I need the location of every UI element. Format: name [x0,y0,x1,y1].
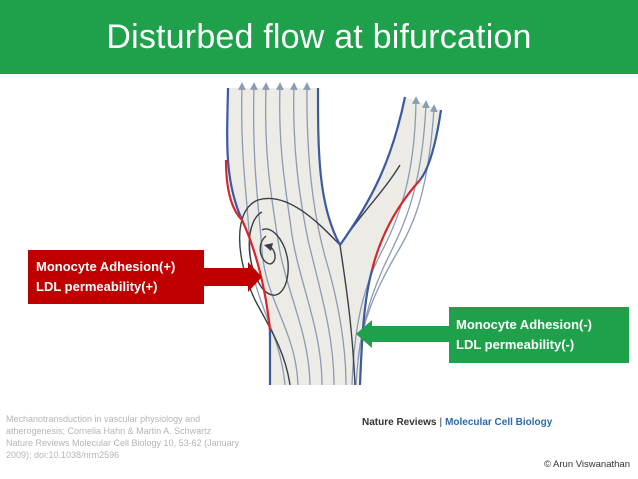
journal-credit: Nature Reviews|Molecular Cell Biology [362,417,552,428]
inner-carina-right [339,96,407,246]
adhesion-negative-arrow [356,320,449,348]
journal-separator: | [439,417,443,428]
vortex-branch [339,164,401,386]
citation: Mechanotransduction in vascular physiolo… [6,413,268,461]
streamline [249,82,299,386]
callout-negative-line1: Monocyte Adhesion(-) [456,317,593,332]
callout-negative-line2: LDL permeability(-) [456,337,575,352]
vortex-streamlines [238,164,401,386]
outer-wall-right [419,109,443,181]
adhesion-positive-callout: Monocyte Adhesion(+) LDL permeability(+) [28,250,204,304]
streamline [351,96,420,386]
disturbed-wall-left [224,159,272,331]
vessel-walls [224,87,443,386]
vortex-outer [238,197,341,386]
inner-carina-left [316,87,341,246]
adhesion-positive-arrow [204,262,262,292]
copyright-notice: © Arun Viswanathan [543,459,630,470]
streamline [261,82,311,386]
callout-positive-line2: LDL permeability(+) [36,279,158,294]
journal-name: Nature Reviews [362,417,437,428]
vortex-inner [259,235,276,265]
streamline [275,82,323,386]
citation-line: Nature Reviews Molecular Cell Biology 10… [6,438,240,448]
outer-wall-right-lower [358,269,374,386]
slide-title: Disturbed flow at bifurcation [106,17,532,56]
journal-subtitle: Molecular Cell Biology [445,417,553,428]
streamline [289,82,335,386]
title-bar: Disturbed flow at bifurcation [0,0,638,74]
vessel-lumen [227,88,441,385]
adhesion-negative-callout: Monocyte Adhesion(-) LDL permeability(-) [449,307,629,363]
outer-wall-left [226,87,244,221]
callout-positive-line1: Monocyte Adhesion(+) [36,259,176,274]
citation-line: Mechanotransduction in vascular physiolo… [6,414,201,424]
streamline [303,82,347,386]
citation-line: 2009); doi:10.1038/nrm2596 [6,450,120,460]
bifurcation-diagram [204,82,449,386]
citation-line: atherogenesis; Cornelia Hahn & Martin A.… [6,426,212,436]
disturbed-wall-right [370,179,421,271]
